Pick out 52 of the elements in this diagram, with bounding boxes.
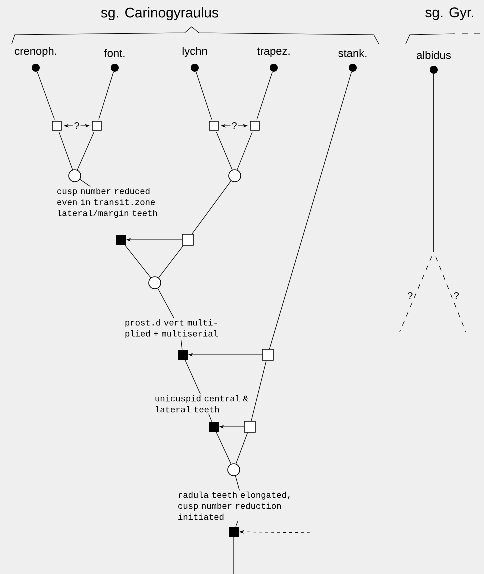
hatched-square	[250, 121, 260, 131]
node-label: albidus	[417, 51, 452, 60]
branch-line	[37, 72, 56, 120]
branch-line	[80, 179, 91, 188]
filled-square	[229, 527, 239, 537]
branch-line	[208, 414, 212, 422]
character-note: unicuspid central & lateral teeth	[156, 395, 248, 413]
edge-label: ?	[73, 122, 81, 130]
branch-line	[216, 132, 233, 170]
branch-line	[98, 72, 114, 120]
branch-line	[236, 521, 238, 528]
branch-line	[58, 132, 74, 170]
hatched-square	[92, 121, 102, 131]
group-name: sg. Gyr.	[426, 8, 474, 20]
branch-line	[180, 339, 183, 350]
node-label: lychn	[182, 47, 208, 58]
filled-square	[209, 422, 219, 432]
node-label: stank.	[338, 49, 367, 58]
character-note: prost.d vert multi-plied + multiserial	[126, 320, 218, 339]
hatched-square	[209, 121, 219, 131]
branch-line	[124, 244, 152, 278]
branch-line	[236, 432, 248, 464]
node-label: trapez.	[257, 48, 290, 58]
branch-line	[434, 74, 466, 332]
edge-label: ?	[230, 122, 238, 130]
branch-line	[192, 180, 232, 234]
open-circle	[228, 170, 242, 182]
branch-line	[158, 246, 184, 278]
hatched-square	[52, 121, 62, 131]
node-label: font.	[104, 49, 125, 58]
open-square	[262, 349, 274, 361]
open-circle	[68, 170, 82, 182]
branch-line	[256, 72, 273, 120]
branch-line	[77, 132, 95, 170]
filled-square	[178, 350, 188, 360]
character-note: cusp number reduced even in transit.zone lateral/margin teeth	[58, 188, 158, 218]
open-square	[182, 234, 194, 246]
branch-line	[158, 288, 174, 319]
edge-label: ?	[406, 292, 414, 300]
branch-line	[185, 360, 201, 394]
open-square	[244, 421, 256, 433]
branch-line	[237, 132, 253, 170]
node-label: crenoph.	[15, 47, 56, 58]
filled-square	[116, 235, 126, 245]
open-circle	[148, 276, 162, 290]
branch-line	[216, 432, 232, 464]
branch-line	[235, 476, 240, 491]
group-name: sg. Carinogyraulus	[101, 7, 218, 21]
branch-line	[251, 360, 267, 422]
branch-line	[196, 72, 212, 120]
character-note: radula teeth elongated, cusp number reduction initiated	[178, 492, 290, 520]
branch-line	[269, 72, 352, 350]
